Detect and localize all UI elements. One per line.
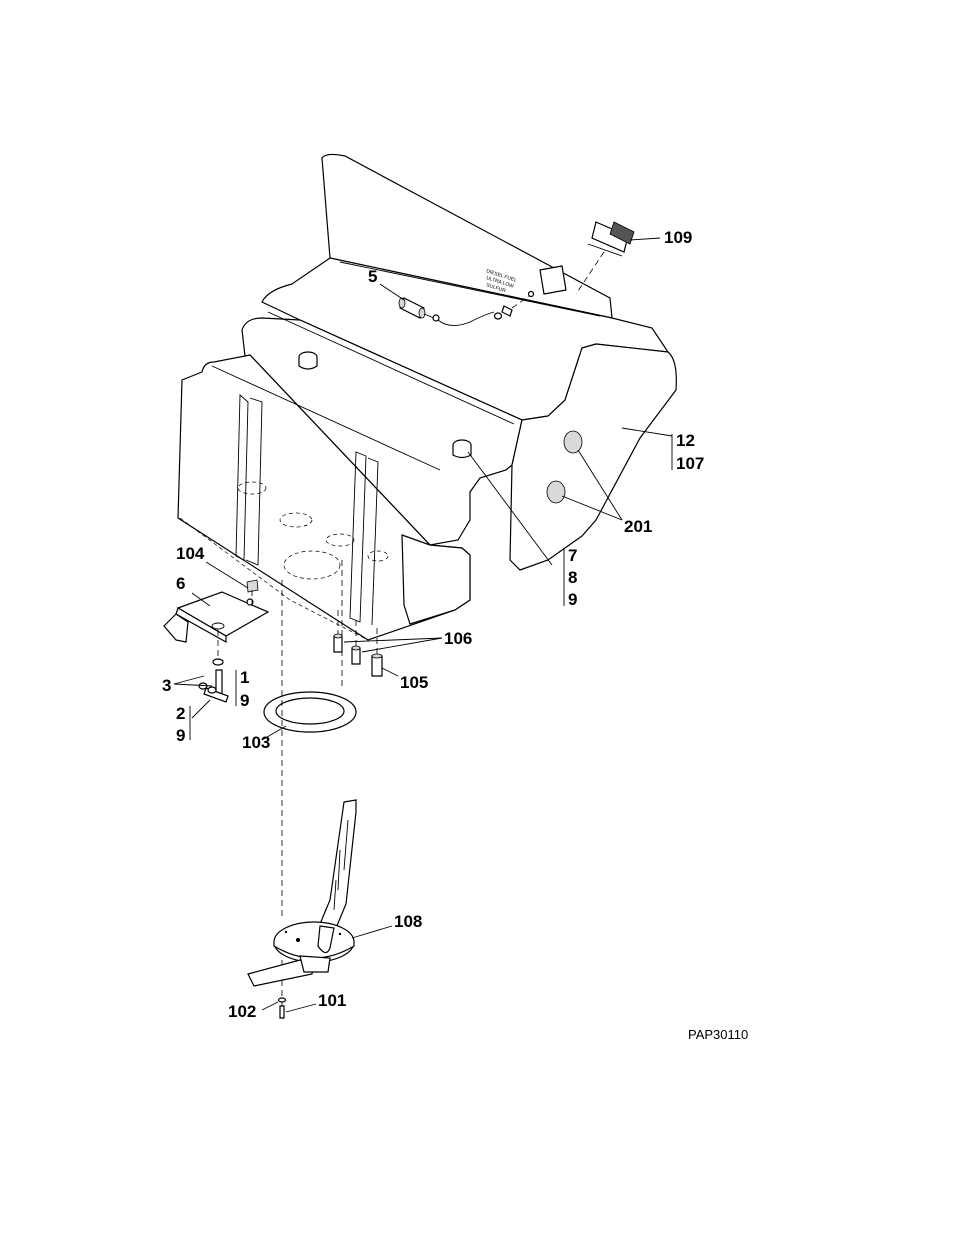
callout-9-screw: 9 xyxy=(176,726,185,745)
fuel-cap xyxy=(576,222,634,294)
callout-107: 107 xyxy=(676,454,704,473)
sender-screw xyxy=(279,998,286,1018)
callout-12: 12 xyxy=(676,431,695,450)
fuel-fitting-106b xyxy=(352,646,360,664)
grommet-upper xyxy=(564,431,582,453)
grommet-lower xyxy=(547,481,565,503)
fuel-fitting-105 xyxy=(372,654,382,676)
callout-201: 201 xyxy=(624,517,652,536)
callout-103: 103 xyxy=(242,733,270,752)
callout-9-bolt: 9 xyxy=(240,691,249,710)
tank-boss-right xyxy=(453,440,471,458)
callout-9-tank: 9 xyxy=(568,590,577,609)
fuel-fitting-106a xyxy=(334,634,342,652)
tank-boss-left xyxy=(299,352,317,369)
figure-id: PAP30110 xyxy=(688,1027,748,1042)
callout-6: 6 xyxy=(176,574,185,593)
callout-3: 3 xyxy=(162,676,171,695)
fuel-sender-assembly xyxy=(248,800,356,986)
callout-109: 109 xyxy=(664,228,692,247)
callout-5: 5 xyxy=(368,267,377,286)
sender-gasket xyxy=(264,692,356,732)
callout-102: 102 xyxy=(228,1002,256,1021)
callout-1: 1 xyxy=(240,668,249,687)
callout-106: 106 xyxy=(444,629,472,648)
callout-105: 105 xyxy=(400,673,428,692)
callout-2: 2 xyxy=(176,704,185,723)
callout-8: 8 xyxy=(568,568,577,587)
callout-101: 101 xyxy=(318,991,346,1010)
callout-7: 7 xyxy=(568,546,577,565)
bolt-washer-set xyxy=(199,659,228,702)
callout-104: 104 xyxy=(176,544,205,563)
callout-108: 108 xyxy=(394,912,422,931)
